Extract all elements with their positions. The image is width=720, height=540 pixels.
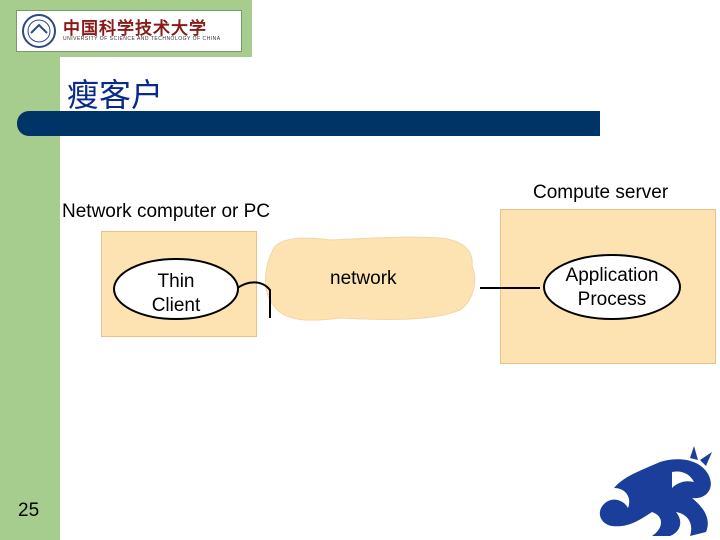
- thin-client-label: Thin Client: [136, 270, 216, 318]
- left-sidebar: [0, 0, 60, 540]
- thin-client-label-line1: Thin: [157, 271, 195, 292]
- server-label: Compute server: [533, 182, 669, 203]
- network-cloud: [265, 236, 476, 321]
- application-process-line1: Application: [565, 265, 659, 286]
- university-logo: 中国科学技术大学 UNIVERSITY OF SCIENCE AND TECHN…: [16, 10, 242, 52]
- thin-client-label-line2: Client: [151, 295, 201, 316]
- client-connector: [235, 281, 271, 318]
- slide-title: 瘦客户: [67, 76, 164, 114]
- logo-text: 中国科学技术大学: [63, 19, 207, 39]
- dragon-logo-icon: [599, 446, 712, 536]
- university-emblem-icon: [22, 14, 56, 48]
- logo-area: 中国科学技术大学 UNIVERSITY OF SCIENCE AND TECHN…: [0, 0, 252, 57]
- page-number: 25: [18, 500, 40, 521]
- application-process-label: Application Process: [552, 264, 672, 312]
- thin-client-node: [113, 258, 239, 320]
- logo-subtext: UNIVERSITY OF SCIENCE AND TECHNOLOGY OF …: [63, 36, 221, 42]
- title-bar: [17, 111, 600, 136]
- application-process-line2: Process: [577, 289, 647, 310]
- network-label: network: [330, 268, 397, 289]
- application-process-node: [543, 254, 681, 320]
- client-label: Network computer or PC: [62, 201, 271, 222]
